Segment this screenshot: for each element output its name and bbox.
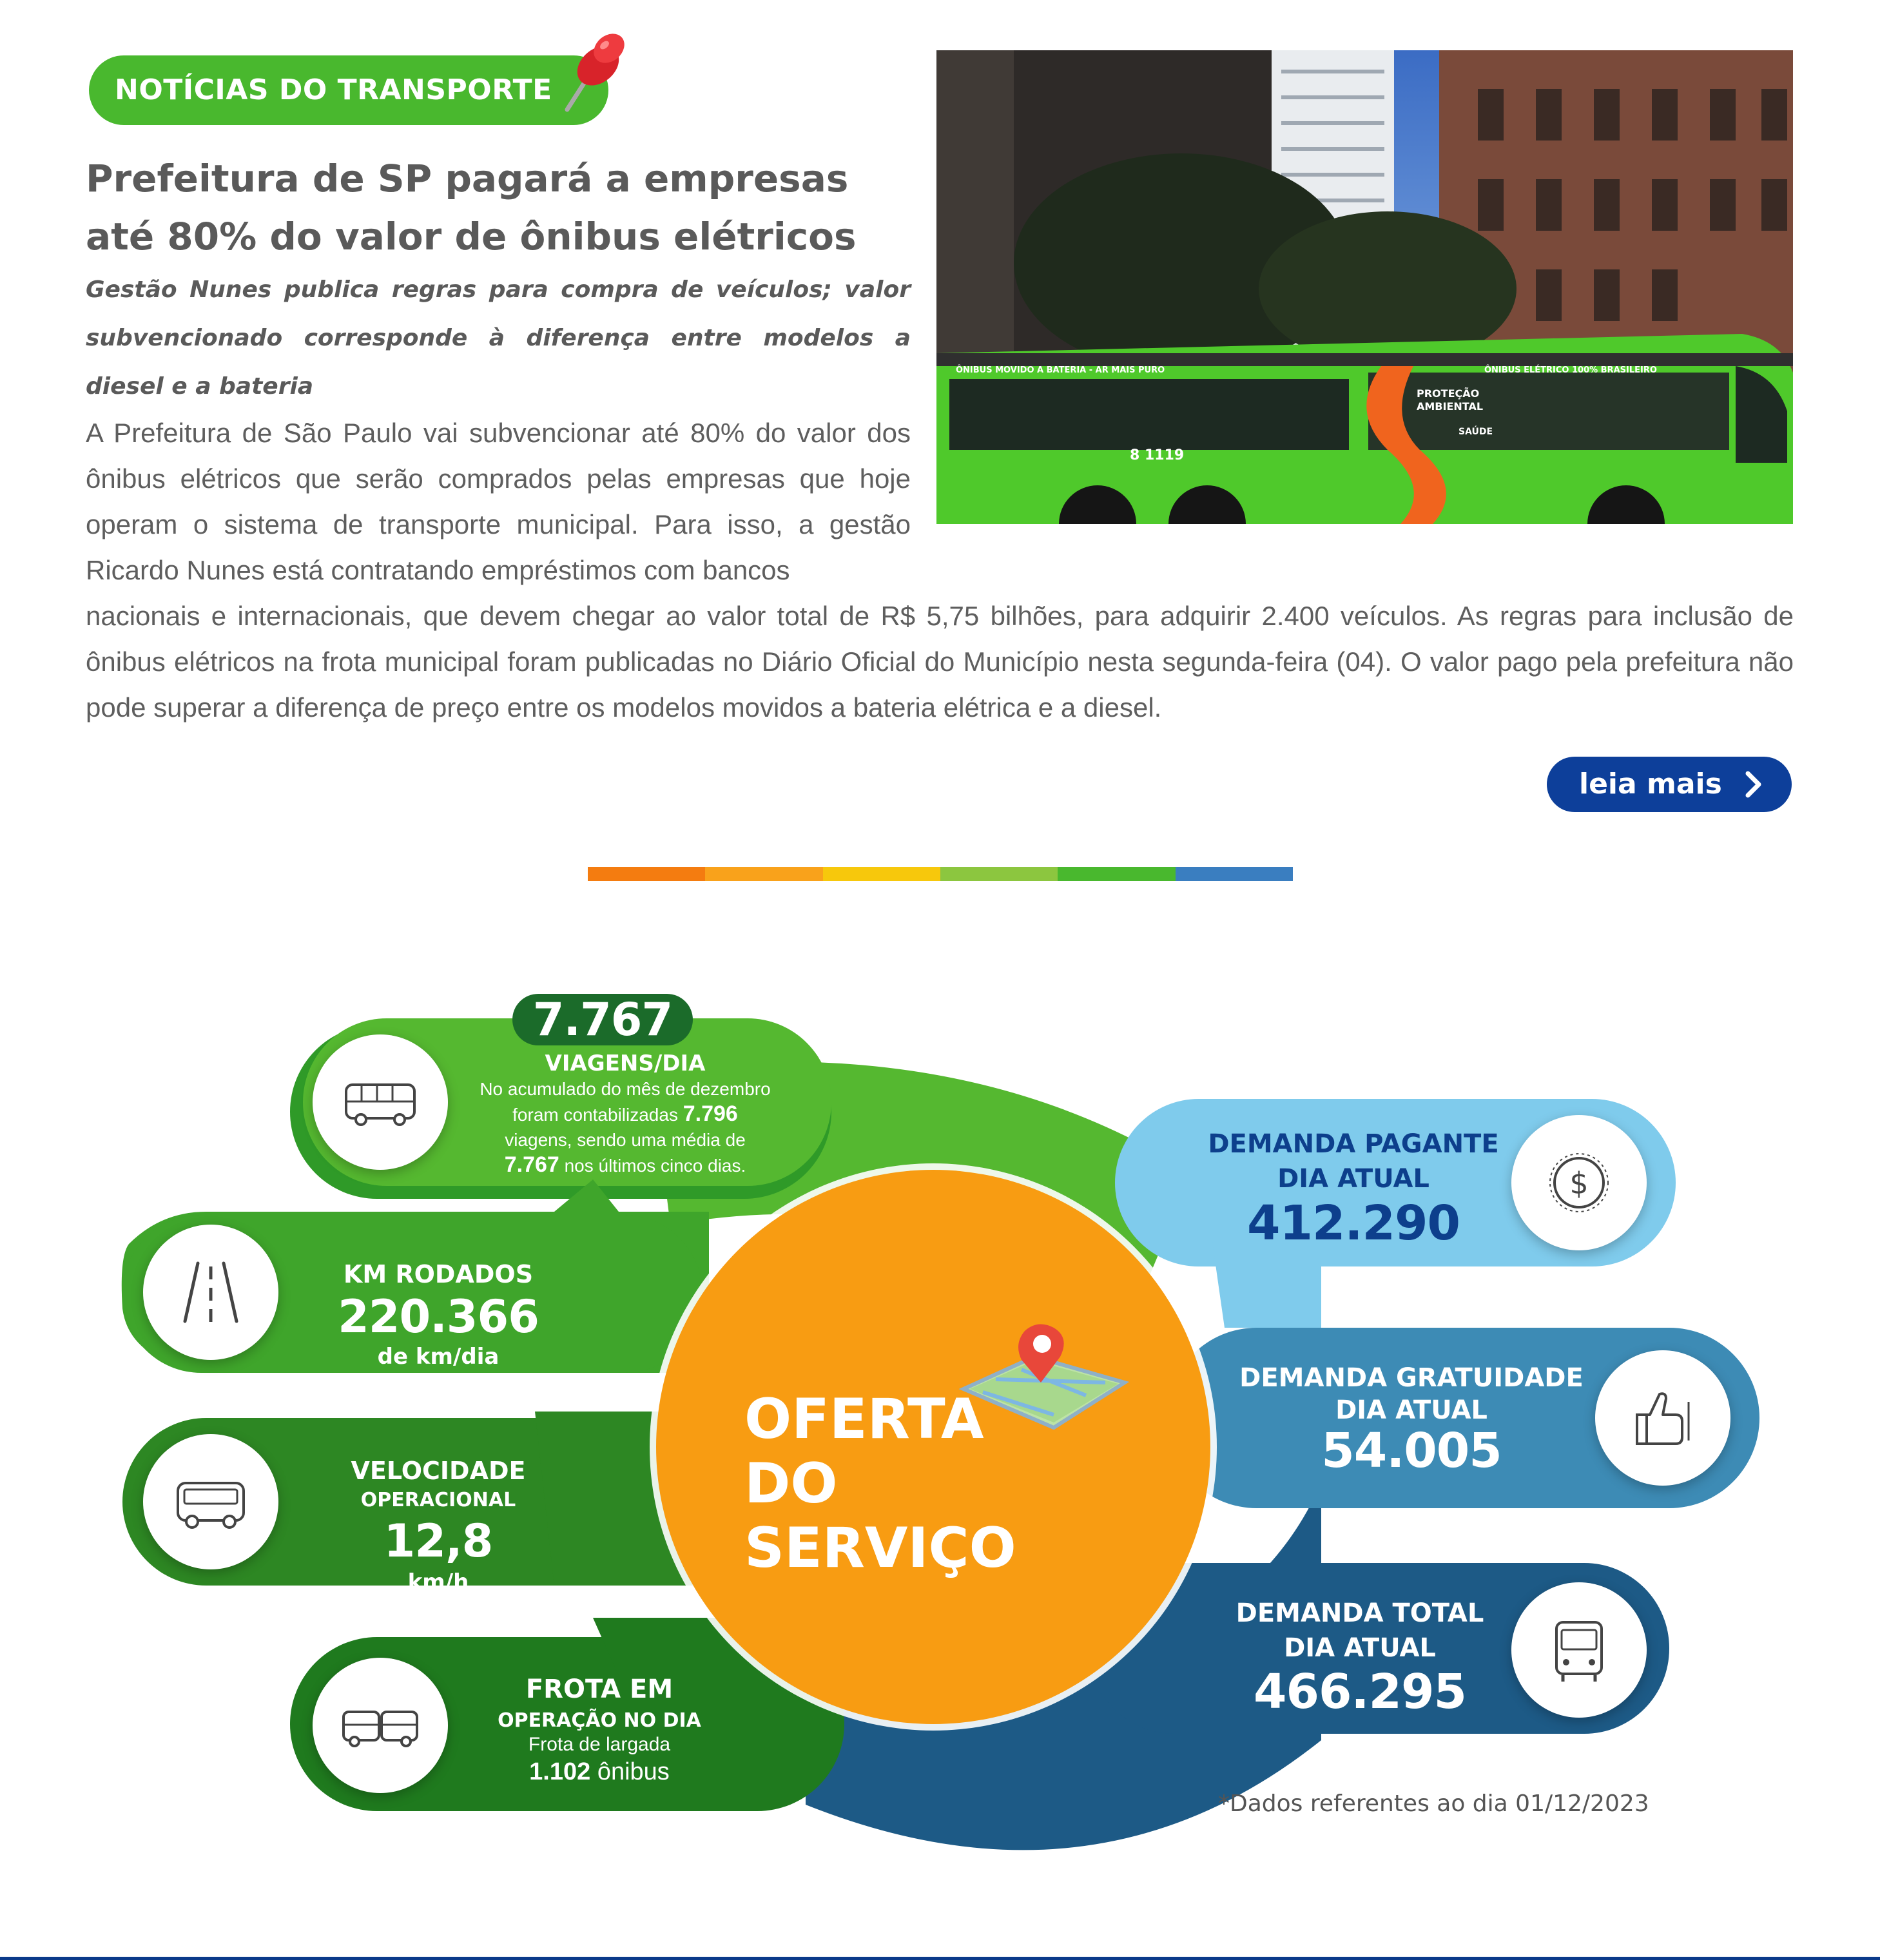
- velocidade-unit: km/h: [407, 1569, 469, 1595]
- total-title-2: DIA ATUAL: [1284, 1633, 1436, 1663]
- km-icon-circle: [143, 1225, 278, 1360]
- dollar-icon: $: [1549, 1153, 1609, 1212]
- total-value: 466.295: [1253, 1664, 1467, 1720]
- viagens-desc-line-4: 7.767 nos últimos cinco dias.: [504, 1152, 746, 1177]
- read-more-button[interactable]: leia mais: [1547, 757, 1792, 812]
- center-title-line-1: OFERTA: [744, 1387, 984, 1451]
- bus-number: 8 1119: [1130, 447, 1184, 463]
- push-pin-icon: [565, 34, 625, 112]
- pagante-title-2: DIA ATUAL: [1277, 1164, 1429, 1194]
- electric-bus-photo: ÔNIBUS MOVIDO A BATERIA - AR MAIS PURO Ô…: [936, 50, 1793, 524]
- infographic-shapes: [121, 1018, 1759, 1850]
- pagante-value: 412.290: [1246, 1196, 1460, 1251]
- svg-text:$: $: [1569, 1166, 1588, 1201]
- velocidade-title-1: VELOCIDADE: [351, 1457, 526, 1485]
- news-body-paragraph-1: A Prefeitura de São Paulo vai subvencion…: [86, 418, 911, 585]
- pagante-icon-circle: $: [1511, 1115, 1647, 1250]
- bus-icon: [177, 1482, 245, 1529]
- total-title-1: DEMANDA TOTAL: [1236, 1598, 1484, 1628]
- news-subheadline: Gestão Nunes publica regras para compra …: [86, 277, 911, 400]
- road-icon: [183, 1261, 238, 1323]
- viagens-desc-line-2: foram contabilizadas 7.796: [512, 1101, 738, 1126]
- viagens-icon-circle: [313, 1034, 448, 1170]
- frota-title-1: FROTA EM: [525, 1674, 674, 1704]
- thumbs-up-icon: [1636, 1392, 1690, 1445]
- frota-value-line: 1.102 ônibus: [529, 1758, 670, 1785]
- rainbow-divider: [588, 867, 1293, 881]
- bus-front-icon: [1555, 1621, 1603, 1682]
- data-reference-footnote: *Dados referentes ao dia 01/12/2023: [1218, 1790, 1649, 1817]
- km-value: 220.366: [338, 1290, 539, 1343]
- velocidade-icon-circle: [143, 1434, 278, 1569]
- articulated-bus-icon: [342, 1711, 418, 1747]
- center-title: OFERTA DO SERVIÇO: [744, 1387, 1105, 1580]
- frota-icon-circle: [313, 1658, 448, 1793]
- total-icon-circle: [1511, 1582, 1647, 1718]
- km-title: KM RODADOS: [343, 1260, 534, 1288]
- bus-side-text-right: ÔNIBUS ELÉTRICO 100% BRASILEIRO: [1484, 365, 1657, 375]
- chevron-right-icon: [1745, 771, 1761, 798]
- viagens-description: No acumulado do mês de dezembro foram co…: [451, 1076, 799, 1178]
- viagens-value-pill: 7.767: [512, 994, 693, 1045]
- map-pin-icon: [958, 1324, 1130, 1430]
- viagens-desc-line-1: No acumulado do mês de dezembro: [480, 1079, 771, 1099]
- gratuidade-icon-circle: [1595, 1350, 1730, 1486]
- bus-icon: [345, 1083, 416, 1126]
- bus-text-ambiental: AMBIENTAL: [1417, 400, 1483, 412]
- bus-text-saude: SAÚDE: [1458, 425, 1493, 437]
- bottom-divider: [0, 1957, 1880, 1960]
- viagens-value: 7.767: [532, 993, 673, 1046]
- bus-side-text-left: ÔNIBUS MOVIDO A BATERIA - AR MAIS PURO: [956, 365, 1165, 375]
- viagens-desc-line-3: viagens, sendo uma média de: [505, 1130, 746, 1150]
- center-title-line-2: DO SERVIÇO: [744, 1451, 1016, 1580]
- bus-text-protecao: PROTEÇÃO: [1417, 387, 1479, 400]
- service-offer-infographic: $ 7.767 VIAGENS/DIA No acumulado do mês …: [0, 967, 1880, 1882]
- news-headline: Prefeitura de SP pagará a empresas até 8…: [86, 157, 857, 258]
- frota-title-2: OPERAÇÃO NO DIA: [498, 1709, 701, 1732]
- pagante-title-1: DEMANDA PAGANTE: [1208, 1129, 1499, 1159]
- viagens-title: VIAGENS/DIA: [545, 1051, 706, 1076]
- frota-label: Frota de largada: [528, 1734, 671, 1755]
- gratuidade-title-1: DEMANDA GRATUIDADE: [1239, 1363, 1584, 1393]
- velocidade-title-2: OPERACIONAL: [360, 1489, 516, 1511]
- news-body-paragraph-2: nacionais e internacionais, que devem ch…: [86, 601, 1794, 723]
- velocidade-value: 12,8: [383, 1515, 494, 1567]
- km-unit: de km/dia: [377, 1344, 499, 1370]
- news-section-badge: NOTÍCIAS DO TRANSPORTE: [89, 55, 608, 125]
- read-more-label: leia mais: [1579, 768, 1722, 800]
- gratuidade-title-2: DIA ATUAL: [1335, 1395, 1488, 1425]
- gratuidade-value: 54.005: [1321, 1423, 1502, 1479]
